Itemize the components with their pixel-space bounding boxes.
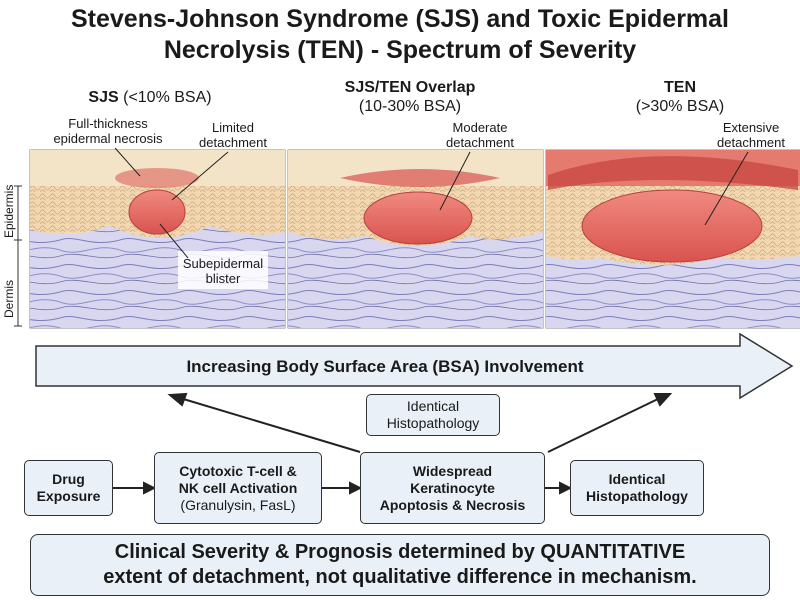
callout-necrosis-line-1: Full-thickness bbox=[68, 116, 148, 131]
callout-extensive-line-1: Extensive bbox=[722, 120, 780, 135]
panel-name-sjs: SJS bbox=[88, 89, 119, 106]
callout-blister: Subepidermal blister bbox=[178, 256, 268, 286]
callout-limited-line-1: Limited bbox=[212, 120, 254, 135]
statement-line-1: Clinical Severity & Prognosis determined… bbox=[114, 541, 686, 563]
skin-panel-ten bbox=[545, 149, 800, 329]
necrosis-zone-overlap bbox=[340, 169, 500, 187]
necrosis-zone-sjs bbox=[115, 168, 199, 188]
callout-moderate: Moderate detachment bbox=[430, 120, 530, 150]
flow-box-3-line-2: Keratinocyte bbox=[410, 479, 495, 496]
callout-limited-line-2: detachment bbox=[199, 135, 267, 150]
callout-necrosis: Full-thickness epidermal necrosis bbox=[28, 116, 188, 146]
leader-lines bbox=[114, 147, 749, 259]
blister-overlap bbox=[363, 191, 473, 245]
statement-line-2: extent of detachment, not qualitative di… bbox=[103, 566, 697, 588]
flow-box-drug-exposure: Drug Exposure bbox=[24, 460, 113, 516]
panel-range-ten: (>30% BSA) bbox=[635, 98, 725, 115]
flow-box-identical-histopathology: Identical Histopathology bbox=[570, 460, 704, 516]
callout-necrosis-line-2: epidermal necrosis bbox=[53, 131, 163, 146]
panel-title-sjs: SJS (<10% BSA) bbox=[60, 88, 240, 107]
panel-name-ten: TEN bbox=[664, 79, 696, 96]
skin-panel-overlap bbox=[287, 149, 544, 329]
panel-title-overlap: SJS/TEN Overlap (10-30% BSA) bbox=[310, 78, 510, 116]
flow-box-1-line-2: Exposure bbox=[36, 488, 101, 504]
layer-label-epidermis: Epidermis bbox=[2, 184, 16, 238]
flow-box-4-line-2: Histopathology bbox=[586, 488, 688, 504]
necrosis-zone-ten bbox=[548, 156, 798, 190]
panel-name-overlap: SJS/TEN Overlap bbox=[344, 79, 476, 96]
flow-box-4-line-1: Identical bbox=[608, 471, 666, 487]
flow-box-tcell-activation: Cytotoxic T-cell & NK cell Activation (G… bbox=[154, 452, 322, 524]
title-line-1: Stevens-Johnson Syndrome (SJS) and Toxic… bbox=[70, 5, 730, 33]
blister-sjs bbox=[128, 189, 186, 235]
diagram-title: Stevens-Johnson Syndrome (SJS) and Toxic… bbox=[0, 4, 800, 66]
panel-title-ten: TEN (>30% BSA) bbox=[580, 78, 780, 116]
callout-extensive-line-2: detachment bbox=[717, 135, 785, 150]
flow-box-2-line-3: (Granulysin, FasL) bbox=[180, 496, 296, 513]
callout-moderate-line-2: detachment bbox=[446, 135, 514, 150]
flow-box-3-line-3: Apoptosis & Necrosis bbox=[379, 496, 526, 513]
panel-range-sjs: (<10% BSA) bbox=[123, 89, 212, 106]
histopathology-label-box: Identical Histopathology bbox=[366, 394, 500, 436]
histopathology-label-line-1: Identical bbox=[406, 398, 460, 414]
callout-moderate-line-1: Moderate bbox=[452, 120, 508, 135]
histopathology-label-line-2: Histopathology bbox=[386, 415, 480, 431]
flow-arrows bbox=[113, 481, 573, 495]
layer-bracket bbox=[14, 185, 22, 327]
callout-blister-line-2: blister bbox=[205, 271, 241, 286]
diagonal-arrows bbox=[167, 392, 673, 453]
callout-extensive: Extensive detachment bbox=[706, 120, 796, 150]
bsa-banner-label: Increasing Body Surface Area (BSA) Invol… bbox=[186, 357, 584, 376]
title-line-2: Necrolysis (TEN) - Spectrum of Severity bbox=[163, 36, 637, 64]
skin-panel-sjs bbox=[29, 149, 286, 329]
flow-box-3-line-1: Widespread bbox=[412, 462, 493, 479]
flow-box-2-line-2: NK cell Activation bbox=[178, 479, 298, 496]
panel-range-overlap: (10-30% BSA) bbox=[358, 98, 462, 115]
blister-ten bbox=[581, 189, 763, 263]
bsa-banner-arrow bbox=[35, 332, 794, 400]
callout-limited: Limited detachment bbox=[188, 120, 278, 150]
flow-box-keratinocyte-apoptosis: Widespread Keratinocyte Apoptosis & Necr… bbox=[360, 452, 545, 524]
callout-blister-line-1: Subepidermal bbox=[182, 256, 264, 271]
clinical-severity-statement: Clinical Severity & Prognosis determined… bbox=[30, 534, 770, 596]
flow-box-1-line-1: Drug bbox=[52, 471, 85, 487]
layer-label-dermis: Dermis bbox=[2, 280, 16, 318]
flow-box-2-line-1: Cytotoxic T-cell & bbox=[179, 462, 297, 479]
